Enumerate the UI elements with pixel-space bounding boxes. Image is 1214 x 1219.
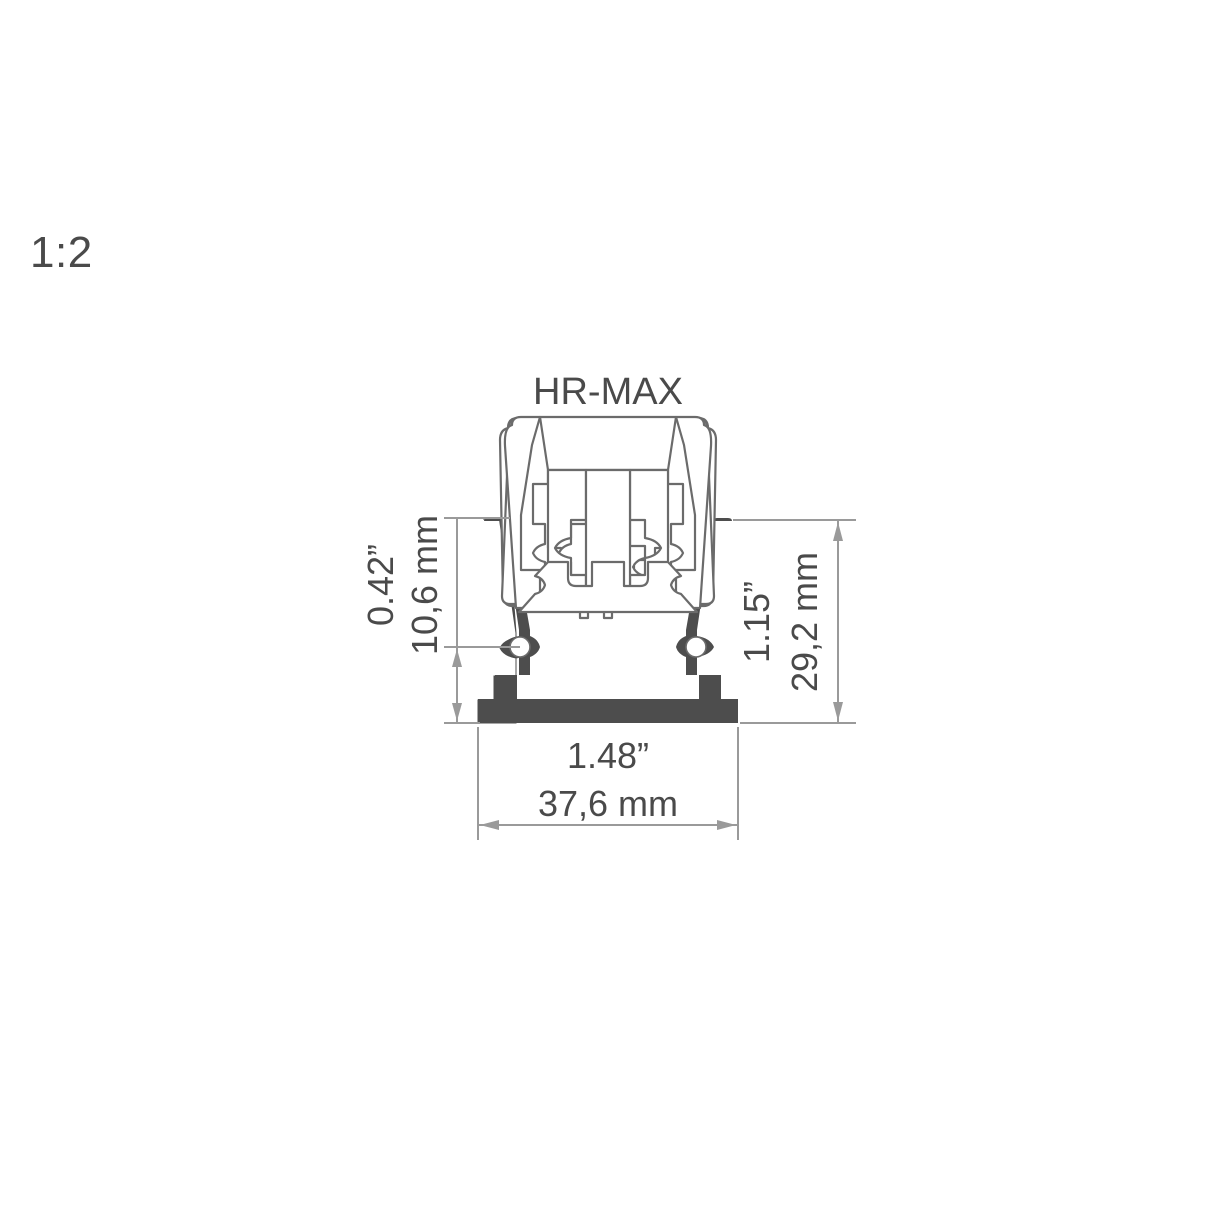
dim-arrow-left-up [452,649,462,667]
profile-left-wall-shape [478,518,540,723]
bracket-outer-leaf-left [503,415,542,610]
retention-hole-right [685,636,707,658]
scale-label: 1:2 [30,228,93,277]
profile-right-wall-shape [676,518,738,723]
dim-arrow-right-down [833,702,843,721]
dim-label-total-height-inch: 1.15” [736,581,777,663]
bracket-outer-leaf-right [674,415,713,610]
bracket-top-plate [538,415,678,472]
aluminium-profile-body [477,518,738,724]
bracket-bottom-flange [517,560,699,614]
dim-arrow-bottom-right [717,820,736,830]
profile-base-bar [478,699,738,723]
dim-arrow-bottom-left [480,820,499,830]
dim-arrow-left-down [452,703,462,721]
dimension-annotations [444,517,856,840]
dim-arrow-right-up [833,522,843,541]
mounting-bracket-detailed [503,415,713,614]
dim-label-width-inch: 1.48” [567,735,649,776]
dim-label-inner-height-mm: 10,6 mm [404,515,445,655]
dim-label-inner-height-inch: 0.42” [360,544,401,626]
dim-label-width-mm: 37,6 mm [538,783,678,824]
profile-title: HR-MAX [533,371,683,413]
profile-base-step-right [699,675,721,699]
profile-base-step-left [495,675,517,699]
dim-label-total-height-mm: 29,2 mm [784,552,825,692]
